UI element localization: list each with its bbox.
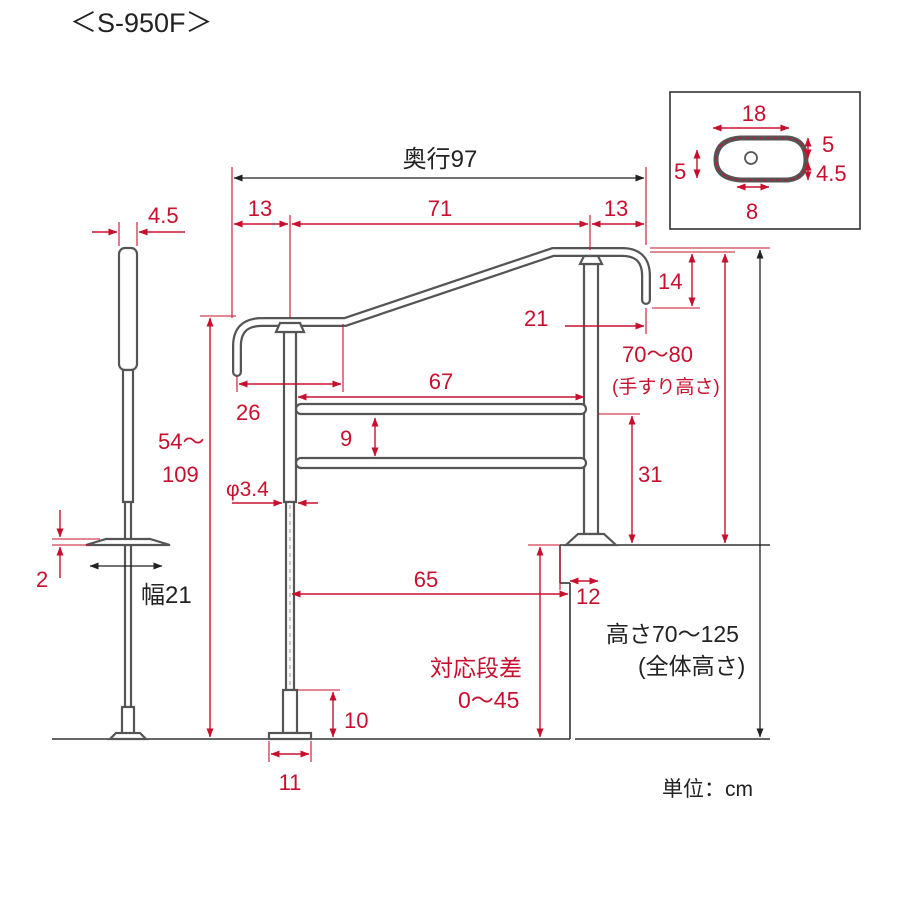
post-diameter-label: φ3.4 — [226, 478, 269, 501]
foot-width-label: 11 — [279, 770, 302, 795]
step-range-label-1: 対応段差 — [430, 655, 522, 681]
section-right-height-label: 4.5 — [816, 161, 847, 186]
section-bottom-width-label: 8 — [746, 199, 758, 224]
depth-total-dimension — [231, 167, 647, 318]
handrail-height-dimension — [650, 251, 735, 544]
left-height-label-2: 109 — [162, 462, 199, 487]
left-grip-label: 26 — [236, 400, 260, 425]
side-width-dimension — [92, 222, 185, 246]
lower-rail-height-dimension — [598, 413, 640, 544]
foot-width-dimension — [268, 741, 312, 762]
right-overhang-label: 13 — [604, 196, 628, 221]
middle-span-label: 71 — [428, 196, 452, 221]
left-overhang-label: 13 — [248, 196, 272, 221]
right-post-offset-label: 21 — [524, 306, 548, 331]
step-range-label-2: 0～45 — [458, 687, 519, 713]
bottom-foot-label: 10 — [344, 708, 368, 733]
side-base-thickness-label: 2 — [36, 567, 48, 592]
diagram-title: ＜S-950F＞ — [70, 8, 213, 38]
lower-rail-height-label: 31 — [638, 462, 662, 487]
side-view-handrail — [85, 246, 171, 741]
cross-section-inset — [669, 91, 861, 230]
total-height-label-2: (全体高さ) — [638, 653, 745, 679]
handrail-height-label-2: (手すり高さ) — [612, 376, 720, 398]
step-range-dimension — [528, 544, 560, 738]
side-base-thickness-dimension — [52, 510, 100, 578]
rail-length-label: 67 — [429, 369, 453, 394]
hook-drop-label: 14 — [658, 269, 682, 294]
step-offset-dimension — [559, 548, 599, 590]
right-post-offset-dimension — [565, 308, 647, 334]
section-width-label: 18 — [742, 101, 766, 126]
side-width-label: 4.5 — [148, 203, 179, 228]
top-segment-dimensions — [233, 215, 645, 318]
left-height-label-1: 54～ — [158, 429, 204, 454]
base-span-label: 65 — [414, 567, 438, 592]
depth-total-label: 奥行97 — [403, 146, 478, 173]
handrail-height-label-1: 70～80 — [622, 342, 693, 367]
total-height-dimension — [650, 247, 770, 738]
side-base-width-label: 幅21 — [141, 582, 192, 609]
rail-spacing-label: 9 — [340, 426, 352, 451]
left-grip-dimension — [236, 324, 344, 392]
left-height-dimension — [200, 315, 236, 738]
unit-label: 単位：cm — [662, 778, 753, 801]
total-height-label-1: 高さ70～125 — [606, 621, 739, 647]
step-offset-label: 12 — [576, 584, 600, 609]
section-top-offset-label: 5 — [822, 132, 834, 157]
bottom-foot-dimension — [297, 689, 340, 738]
section-left-height-label: 5 — [674, 159, 686, 184]
front-view-handrail — [232, 247, 651, 741]
